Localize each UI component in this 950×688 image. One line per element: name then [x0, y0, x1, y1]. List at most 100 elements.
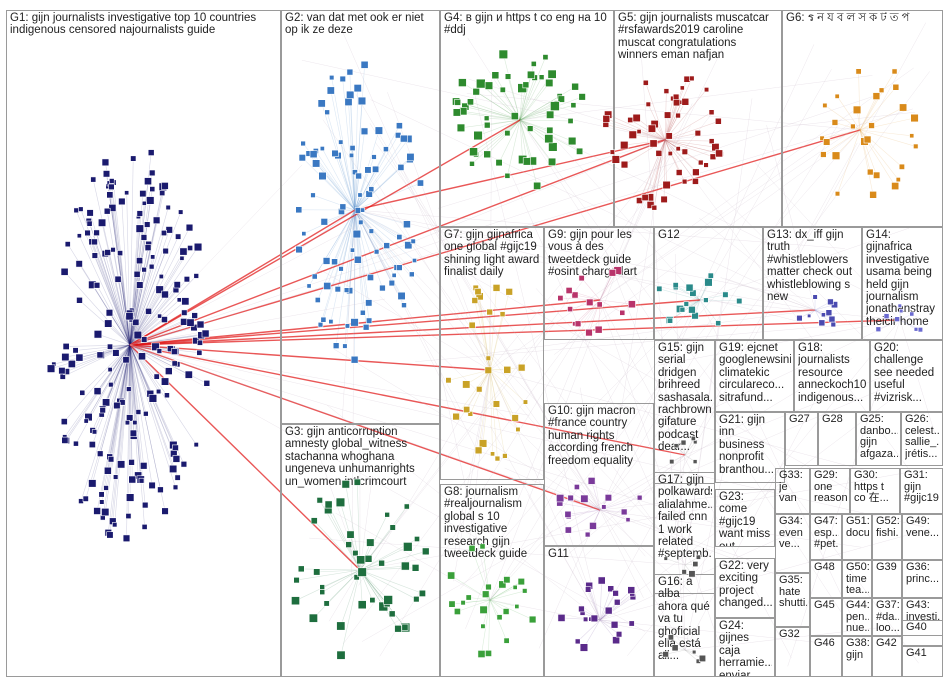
node-g1 [61, 436, 69, 444]
node-g6 [898, 163, 905, 170]
edge-internal [322, 175, 356, 211]
node-g2 [339, 75, 346, 83]
edge-internal [94, 241, 131, 346]
edge-internal [303, 209, 356, 234]
group-box-g37: G37: #da... loo... [872, 598, 902, 636]
edge-internal [599, 497, 640, 511]
edge-background [519, 119, 919, 319]
edge-background [527, 494, 601, 621]
node-g2 [350, 318, 359, 327]
node-g1 [75, 260, 83, 268]
node-g8 [448, 600, 456, 608]
node-g2 [395, 122, 403, 130]
node-g3 [357, 567, 367, 577]
node-g1 [191, 312, 198, 319]
edge-background [489, 157, 662, 601]
edge-internal [489, 369, 493, 454]
node-g4 [504, 130, 511, 137]
node-g1 [125, 312, 134, 321]
edge-internal [489, 599, 533, 620]
node-g1 [147, 149, 155, 156]
edge-internal [664, 139, 714, 158]
edge-background [342, 209, 356, 419]
node-g2 [323, 282, 332, 290]
edge-internal [664, 139, 712, 142]
edge-cross-group [129, 299, 601, 346]
node-g2 [317, 99, 326, 108]
node-g4 [472, 88, 480, 96]
node-g1 [101, 507, 110, 517]
node-g1 [107, 367, 113, 373]
node-g8 [460, 600, 466, 606]
node-g2 [343, 287, 350, 293]
edge-internal [92, 344, 131, 484]
edge-internal [606, 118, 666, 141]
edge-internal [340, 209, 356, 269]
node-g3 [352, 549, 359, 557]
group-label-g3: G3: gijn anticorruption amnesty global_w… [285, 426, 415, 488]
edge-internal [347, 209, 356, 327]
group-box-g18: G18: journalists resource anneckoch10 in… [794, 340, 870, 412]
edge-internal [823, 129, 861, 155]
node-g1 [178, 209, 184, 215]
edge-internal [665, 558, 686, 566]
node-g2 [366, 273, 374, 281]
node-g1 [91, 252, 98, 259]
node-g12 [688, 305, 696, 314]
node-g2 [320, 218, 328, 226]
node-g3 [316, 497, 323, 504]
edge-internal [64, 271, 131, 346]
edge-background [359, 113, 712, 571]
node-g1 [46, 364, 56, 373]
node-g4 [469, 161, 475, 167]
node-g8 [447, 571, 456, 580]
edge-internal [486, 119, 521, 155]
node-g8 [517, 577, 525, 586]
edge-internal [599, 509, 625, 513]
edge-internal [129, 344, 139, 476]
node-g1 [83, 418, 89, 424]
edge-internal [599, 580, 602, 621]
edge-internal [664, 121, 719, 141]
group-box-g9: G9: gijn pour les vous à des tweetdeck g… [544, 227, 654, 340]
edge-background [489, 313, 716, 601]
node-g5 [641, 194, 649, 202]
group-box-g48: G48 [810, 560, 842, 598]
edge-background [674, 253, 686, 651]
node-g1 [104, 249, 111, 256]
node-g10 [620, 508, 628, 516]
group-label-g40: G40 [906, 622, 927, 633]
node-g17 [692, 561, 699, 568]
group-box-g5: G5: gijn journalists muscatcar #rsfaward… [614, 10, 782, 227]
node-g5 [681, 98, 690, 106]
edge-background [684, 434, 732, 651]
node-g4 [542, 54, 549, 61]
node-g1 [75, 353, 84, 362]
edge-internal [129, 213, 141, 346]
node-g1 [86, 209, 94, 217]
group-label-g6: G6: ร ন য ব ল স ক ট ত প [786, 12, 910, 24]
node-g4 [530, 60, 537, 67]
node-g2 [306, 283, 312, 289]
node-g4 [510, 112, 519, 120]
edge-internal [354, 209, 413, 275]
edge-internal [96, 344, 131, 512]
group-label-g37: G37: #da... loo... [876, 600, 899, 635]
node-g2 [391, 272, 397, 278]
edge-internal [462, 82, 521, 121]
edge-internal [330, 209, 356, 322]
node-g2 [359, 309, 366, 316]
edge-internal [301, 568, 361, 571]
node-g13 [828, 315, 836, 323]
edge-background [599, 488, 783, 511]
edge-internal [129, 344, 147, 414]
edge-background [472, 87, 601, 621]
node-g4 [548, 142, 558, 152]
edge-internal [858, 71, 861, 131]
node-g3 [357, 600, 367, 610]
node-g5 [679, 85, 685, 91]
node-g1 [103, 485, 109, 491]
node-g2 [334, 286, 341, 293]
node-g9 [557, 295, 564, 302]
node-g12 [715, 320, 722, 327]
